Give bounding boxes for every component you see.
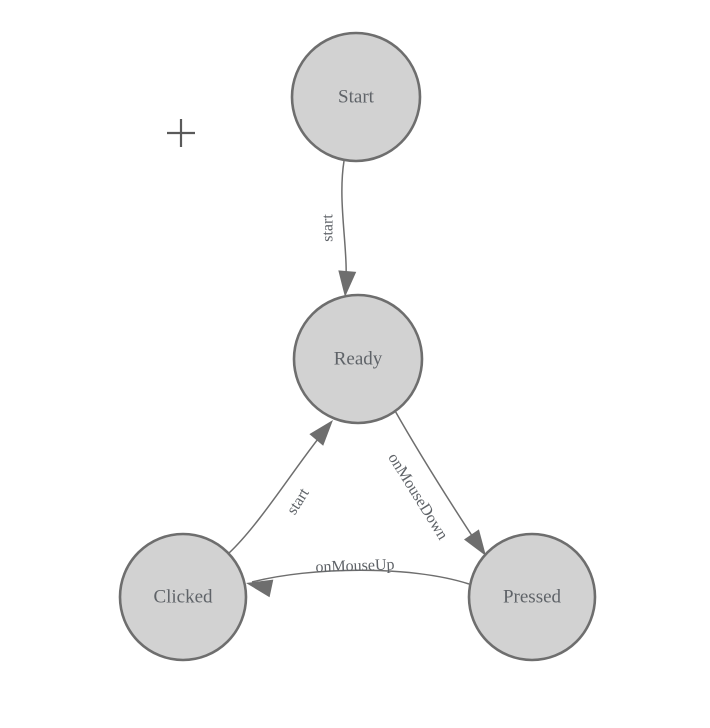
node-circle-ready[interactable] [292,293,424,425]
node-start[interactable]: Start [290,31,422,163]
node-pressed[interactable]: Pressed [467,532,597,662]
arrow-start-to-ready [338,270,357,297]
node-label-clicked: Clicked [153,586,213,607]
node-circle-start[interactable] [290,31,422,163]
arrow-ready-to-pressed [463,529,486,556]
edge-clicked-to-ready [228,423,331,554]
arrow-clicked-to-ready [309,420,333,446]
crosshair-layer [167,119,195,147]
node-label-start: Start [338,86,375,107]
edge-label-ready-to-pressed: onMouseDown [384,450,451,543]
edge-label-start-to-ready: start [320,214,337,242]
node-label-pressed: Pressed [503,586,562,607]
node-clicked[interactable]: Clicked [118,532,248,662]
arrowheads-layer [246,270,486,598]
edge-label-clicked-to-ready: start [284,485,313,518]
edge-label-pressed-to-clicked: onMouseUp [315,556,395,576]
crosshair-icon [167,119,195,147]
edge-pressed-to-clicked [251,569,470,585]
arrow-pressed-to-clicked [246,579,274,598]
node-circle-pressed[interactable] [467,532,597,662]
node-circle-clicked[interactable] [118,532,248,662]
node-ready[interactable]: Ready [292,293,424,425]
node-label-ready: Ready [334,348,383,369]
